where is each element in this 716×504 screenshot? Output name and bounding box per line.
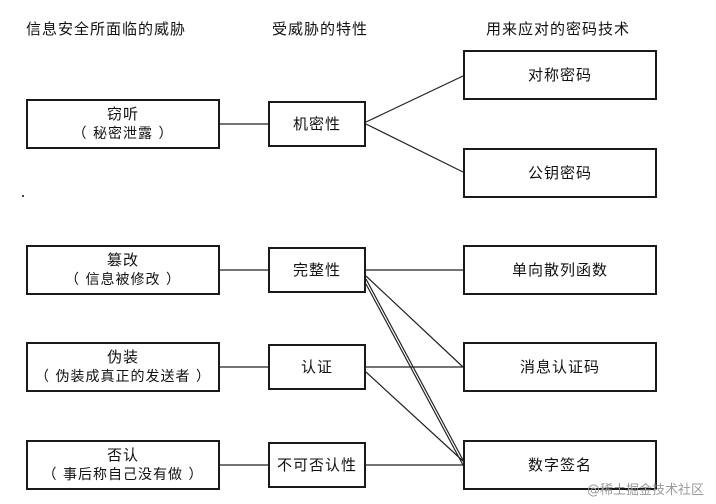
- technique-box-publickey: 公钥密码: [463, 148, 657, 198]
- threat-sub: （ 秘密泄露 ）: [72, 125, 174, 142]
- threat-sub: （ 事后称自己没有做 ）: [42, 466, 204, 483]
- property-label: 完整性: [292, 260, 341, 279]
- threat-label: 否认: [106, 446, 139, 465]
- line-integrity-signature-a: [365, 278, 464, 461]
- threat-label: 窃听: [106, 105, 139, 124]
- threat-box-tamper: 篡改 （ 信息被修改 ）: [26, 245, 220, 295]
- property-box-integrity: 完整性: [268, 247, 366, 293]
- threat-box-eavesdrop: 窃听 （ 秘密泄露 ）: [26, 99, 220, 149]
- technique-label: 数字签名: [527, 455, 592, 474]
- threat-box-deny: 否认 （ 事后称自己没有做 ）: [26, 440, 220, 490]
- property-label: 不可否认性: [276, 455, 357, 474]
- technique-box-mac: 消息认证码: [463, 342, 657, 392]
- property-box-confidentiality: 机密性: [268, 101, 366, 147]
- threat-sub: （ 信息被修改 ）: [65, 271, 181, 288]
- property-box-nonrepudiation: 不可否认性: [268, 442, 366, 488]
- header-properties: 受威胁的特性: [272, 20, 369, 38]
- threat-box-spoof: 伪装 （ 伪装成真正的发送者 ）: [26, 342, 220, 392]
- line-integrity-mac: [365, 275, 464, 368]
- property-box-authentication: 认证: [268, 344, 366, 390]
- technique-box-hash: 单向散列函数: [463, 245, 657, 295]
- property-label: 机密性: [292, 114, 341, 133]
- technique-label: 公钥密码: [527, 163, 592, 182]
- technique-box-symmetric: 对称密码: [463, 50, 657, 100]
- threat-sub: （ 伪装成真正的发送者 ）: [35, 368, 211, 385]
- header-techniques: 用来应对的密码技术: [486, 20, 631, 38]
- line-integrity-signature-b: [365, 283, 464, 466]
- threat-label: 篡改: [106, 251, 139, 270]
- technique-label: 对称密码: [527, 65, 592, 84]
- line-authentication-signature: [365, 371, 464, 462]
- watermark: @稀土掘金技术社区: [586, 483, 704, 498]
- technique-label: 单向散列函数: [511, 260, 608, 279]
- line-confidentiality-symmetric: [365, 75, 464, 123]
- technique-label: 消息认证码: [519, 357, 600, 376]
- stray-dot: [22, 195, 24, 197]
- threat-label: 伪装: [106, 348, 139, 367]
- line-confidentiality-publickey: [365, 123, 464, 173]
- technique-box-signature: 数字签名: [463, 440, 657, 490]
- header-threats: 信息安全所面临的威胁: [26, 20, 187, 38]
- property-label: 认证: [300, 357, 333, 376]
